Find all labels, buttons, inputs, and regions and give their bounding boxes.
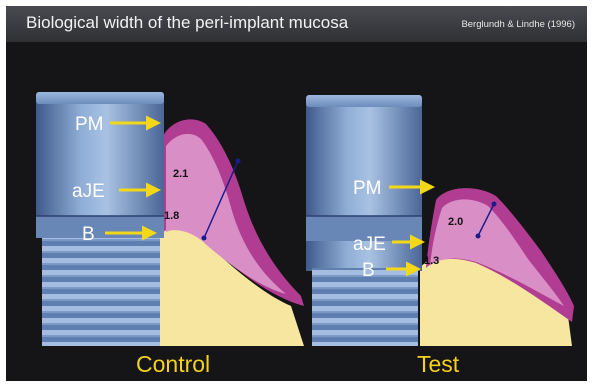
control-implant-cap: [36, 92, 164, 104]
control-caption: Control: [136, 351, 210, 377]
test-label-pm: PM: [353, 178, 382, 199]
control-implant-step: [36, 216, 164, 238]
test-label-b: B: [362, 260, 375, 281]
test-implant-cap: [306, 95, 422, 107]
test-panel: PM aJE B 2.0 1.3 Test: [306, 95, 574, 377]
test-caption: Test: [417, 351, 460, 377]
control-implant-threads: [42, 238, 160, 346]
test-width-point-bottom: [476, 234, 481, 239]
control-measurement-lower: 1.8: [164, 210, 179, 222]
control-label-b: B: [82, 224, 95, 245]
control-panel: PM aJE B 2.1 1.8 Control: [36, 92, 304, 377]
slide: Biological width of the peri-implant muc…: [6, 6, 587, 381]
test-measurement-lower: 1.3: [424, 255, 439, 267]
control-label-aje: aJE: [72, 181, 105, 202]
test-label-aje: aJE: [353, 234, 386, 255]
control-width-point-bottom: [202, 236, 207, 241]
implant-diagram: PM aJE B 2.1 1.8 Control: [6, 6, 587, 381]
test-width-point-top: [492, 202, 497, 207]
control-width-point-top: [236, 159, 241, 164]
control-label-pm: PM: [75, 114, 104, 135]
test-measurement-upper: 2.0: [448, 216, 463, 228]
control-measurement-upper: 2.1: [173, 168, 188, 180]
